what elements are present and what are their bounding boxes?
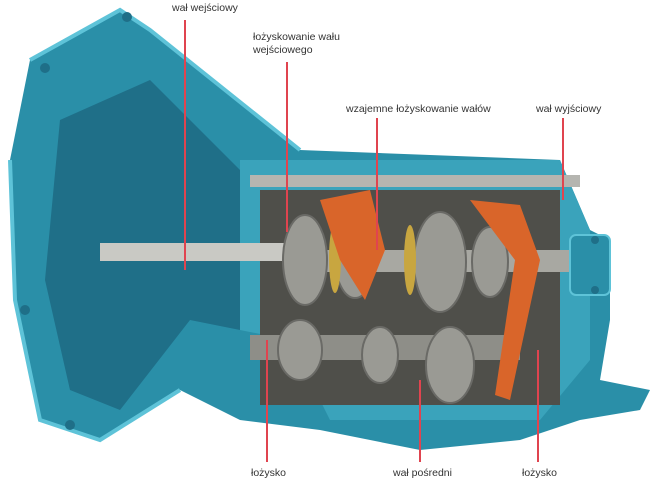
label-bearing-left: łożysko [251,467,287,479]
label-countershaft: wał pośredni [393,467,452,479]
shift-fork-2 [470,200,540,400]
leader-mutual-shaft-bearing [376,118,378,250]
input-shaft [100,243,290,261]
housing-rim [29,7,302,152]
label-bearing-right: łożysko [522,467,558,479]
label-input-shaft-bearing: łożyskowanie wału wejściowego [253,31,340,57]
label-output-shaft: wał wyjściowy [536,103,602,115]
label-input-shaft: wał wejściowy [172,2,238,14]
leader-countershaft [419,380,421,462]
label-mutual-shaft-bearing: wzajemne łożyskowanie wałów [346,103,491,115]
leader-bearing-left [266,340,268,462]
leader-bearing-right [537,350,539,462]
label-input-shaft-bearing-line1: łożyskowanie wału [253,31,340,43]
output-flange [569,234,611,296]
label-input-shaft-bearing-line2: wejściowego [253,44,313,56]
leader-input-shaft-bearing [286,62,288,232]
shift-fork-1 [320,190,385,300]
selector-rod [250,175,580,187]
leader-output-shaft [562,118,564,200]
leader-input-shaft [184,20,186,270]
